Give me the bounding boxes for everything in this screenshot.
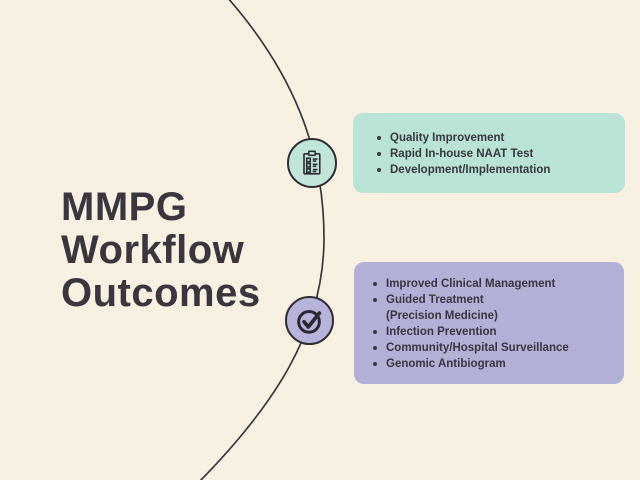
list-item: (Precision Medicine) [373, 308, 614, 324]
list-item: Improved Clinical Management [373, 276, 614, 292]
list-item-text: (Precision Medicine) [386, 310, 498, 322]
page-title-line: Workflow [61, 228, 245, 272]
list-item-text: Infection Prevention [386, 326, 497, 338]
bullet-dot [373, 362, 377, 366]
outcome-box-clinical: Improved Clinical Management Guided Trea… [354, 262, 624, 384]
list-item: Quality Improvement [377, 130, 611, 146]
list-item: Infection Prevention [373, 324, 614, 340]
outcome-box-lab: Quality Improvement Rapid In-house NAAT … [353, 113, 625, 193]
list-item-text: Rapid In-house NAAT Test [390, 148, 534, 160]
list-item: Community/Hospital Surveillance [373, 340, 614, 356]
check-circle-icon [296, 309, 321, 334]
node-circle-check [285, 296, 334, 345]
list-item-text: Community/Hospital Surveillance [386, 342, 569, 354]
list-item: Genomic Antibiogram [373, 356, 614, 372]
bullet-dot [373, 298, 377, 302]
bullet-dot [373, 282, 377, 286]
list-item: Guided Treatment [373, 292, 614, 308]
list-item-text: Genomic Antibiogram [386, 358, 506, 370]
page-title-line: Outcomes [61, 271, 261, 315]
bullet-dot [377, 152, 381, 156]
list-item-text: Guided Treatment [386, 294, 484, 306]
node-circle-checklist [287, 138, 337, 188]
bullet-dot [377, 136, 381, 140]
list-item-text: Improved Clinical Management [386, 278, 556, 290]
bullet-dot [373, 346, 377, 350]
bullet-dot [373, 330, 377, 334]
list-item-text: Development/Implementation [390, 164, 551, 176]
list-item-text: Quality Improvement [390, 132, 505, 144]
list-item: Development/Implementation [377, 162, 611, 178]
clipboard-checklist-icon [303, 150, 321, 175]
bullet-dot [377, 168, 381, 172]
list-item: Rapid In-house NAAT Test [377, 146, 611, 162]
page-title-line: MMPG [61, 185, 188, 229]
outcome-list-clinical: Improved Clinical Management Guided Trea… [373, 276, 614, 372]
outcome-list-lab: Quality Improvement Rapid In-house NAAT … [377, 130, 611, 178]
